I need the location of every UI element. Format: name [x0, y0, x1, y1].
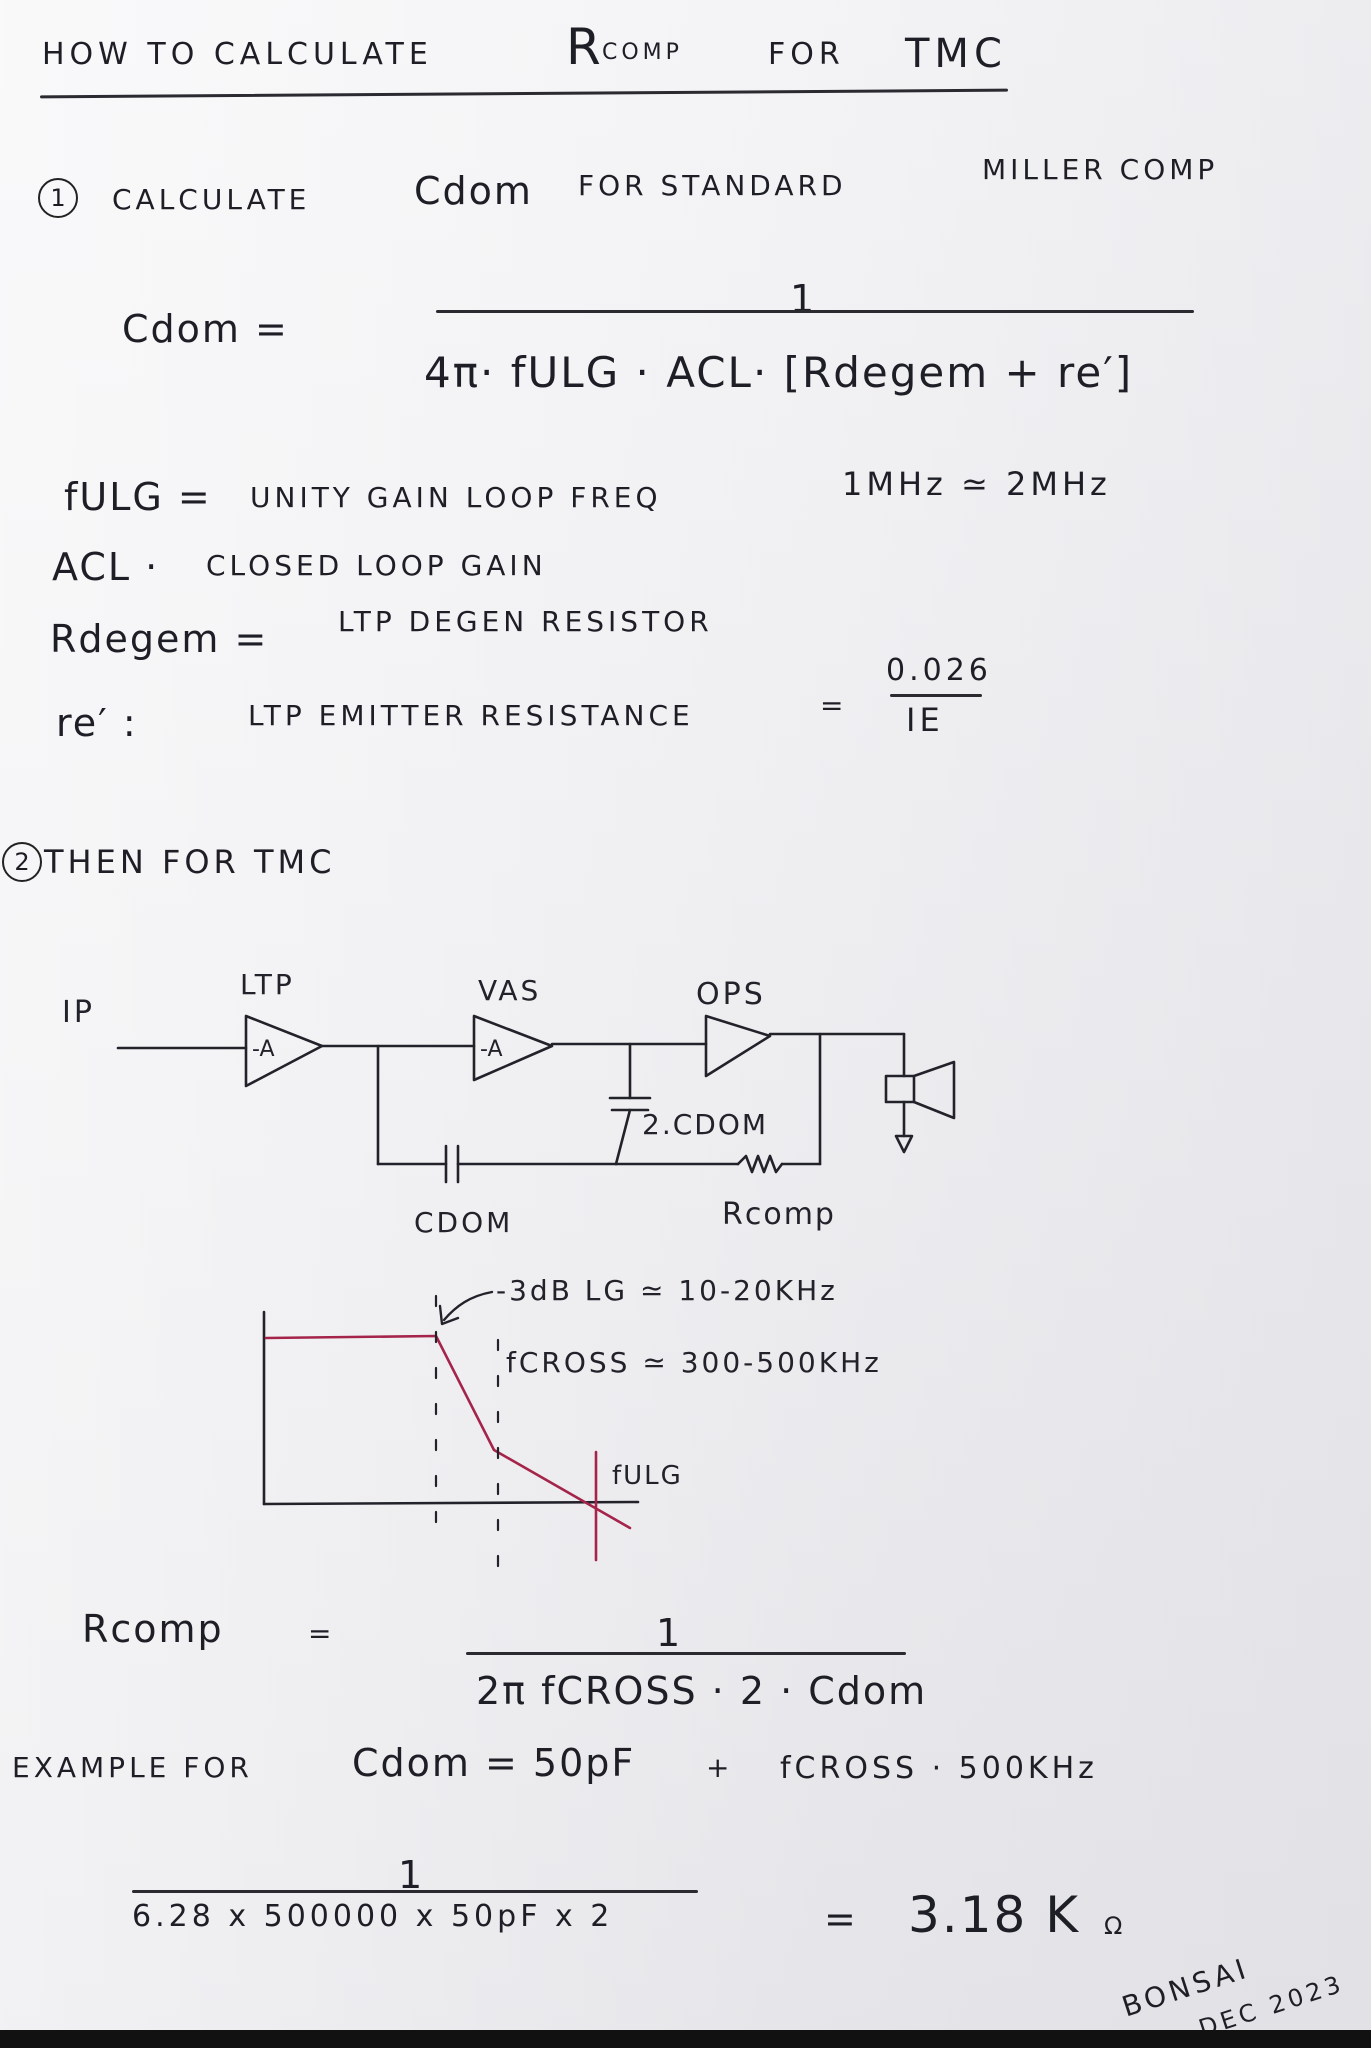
bode-fulg-label: fULG — [612, 1461, 683, 1491]
vas-amp-label: -A — [480, 1037, 503, 1062]
bode-corner-arrowhead — [438, 1304, 460, 1326]
calc-numerator: 1 — [398, 1853, 425, 1897]
speaker-icon — [884, 1074, 916, 1104]
bode-x-axis — [262, 1500, 640, 1506]
example-fcross: fCROSS · 500KHz — [780, 1751, 1098, 1786]
formula1-lhs: Cdom = — [122, 307, 289, 351]
formula2-eq: = — [308, 1617, 336, 1650]
example-amp: + — [706, 1751, 734, 1784]
def-re-term: re′ : — [56, 701, 138, 745]
ltp-amp-label: -A — [252, 1037, 275, 1062]
formula1-denominator: 4π· fULG · ACL· [Rdegem + re′] — [424, 348, 1134, 397]
rcomp-label: Rcomp — [722, 1197, 836, 1232]
rcomp-resistor — [736, 1154, 784, 1174]
example-text: EXAMPLE FOR — [12, 1751, 253, 1784]
bode-corner-label: -3dB LG ≃ 10-20KHz — [496, 1274, 838, 1307]
cap2-label: 2.CDOM — [642, 1108, 768, 1141]
def-re-eq: = — [820, 689, 848, 722]
formula1-bar — [436, 310, 1194, 313]
re-fraction-bar — [890, 694, 982, 697]
step1-suffix2: MILLER COMP — [982, 153, 1219, 186]
ops-amp-symbol — [704, 1014, 772, 1078]
calc-result: 3.18 K — [908, 1886, 1081, 1944]
title-part1: HOW TO CALCULATE — [42, 37, 433, 72]
formula2-numerator: 1 — [656, 1611, 683, 1655]
bode-corner-arrow — [442, 1290, 494, 1322]
vas-amp-symbol — [472, 1014, 554, 1082]
ground-icon — [894, 1134, 914, 1154]
def-acl-term: ACL · — [52, 545, 160, 589]
step1-number: 1 — [38, 178, 78, 218]
re-denominator: IE — [906, 701, 944, 739]
def-fulg-term: fULG = — [64, 475, 212, 519]
re-numerator: 0.026 — [886, 653, 992, 688]
step1-suffix: FOR STANDARD — [578, 169, 847, 202]
calc-denominator: 6.28 x 500000 x 50pF x 2 — [132, 1899, 614, 1934]
circuit-ip-label: IP — [62, 995, 95, 1030]
circuit-ops-label: OPS — [696, 977, 766, 1012]
calc-unit: Ω — [1104, 1912, 1127, 1940]
title-r: R — [566, 18, 603, 76]
calc-eq: = — [824, 1897, 858, 1941]
def-fulg-note: 1MHz ≃ 2MHz — [842, 465, 1111, 503]
formula2-bar — [466, 1652, 906, 1655]
title-part2: FOR — [768, 37, 845, 72]
bode-fcross-label: fCROSS ≃ 300-500KHz — [506, 1346, 882, 1379]
def-rdegem-term: Rdegem = — [50, 617, 269, 661]
title-part3: TMC — [905, 31, 1007, 77]
def-acl-desc: CLOSED LOOP GAIN — [206, 549, 547, 582]
step1-prefix: CALCULATE — [112, 183, 311, 216]
cdom-label: CDOM — [414, 1206, 513, 1239]
speaker-cone — [912, 1060, 956, 1120]
circuit-ltp-label: LTP — [240, 968, 295, 1001]
step2-label: THEN FOR TMC — [44, 843, 336, 881]
step1-cdom: Cdom — [414, 169, 533, 213]
def-fulg-desc: UNITY GAIN LOOP FREQ — [250, 481, 662, 514]
circuit-vas-label: VAS — [478, 974, 541, 1007]
bode-gain-curve — [264, 1334, 632, 1530]
def-re-desc: LTP EMITTER RESISTANCE — [248, 699, 694, 732]
photo-bottom-edge — [0, 2030, 1371, 2048]
formula2-lhs: Rcomp — [82, 1607, 224, 1651]
formula2-denominator: 2π fCROSS · 2 · Cdom — [476, 1669, 928, 1713]
cap2-lower-wire — [614, 1108, 632, 1166]
title-sub: COMP — [602, 40, 683, 65]
example-cdom: Cdom = 50pF — [352, 1741, 636, 1785]
calc-bar — [132, 1890, 698, 1893]
def-rdegem-desc: LTP DEGEN RESISTOR — [338, 605, 713, 638]
step2-number: 2 — [2, 842, 42, 882]
ltp-amp-symbol — [244, 1014, 324, 1088]
